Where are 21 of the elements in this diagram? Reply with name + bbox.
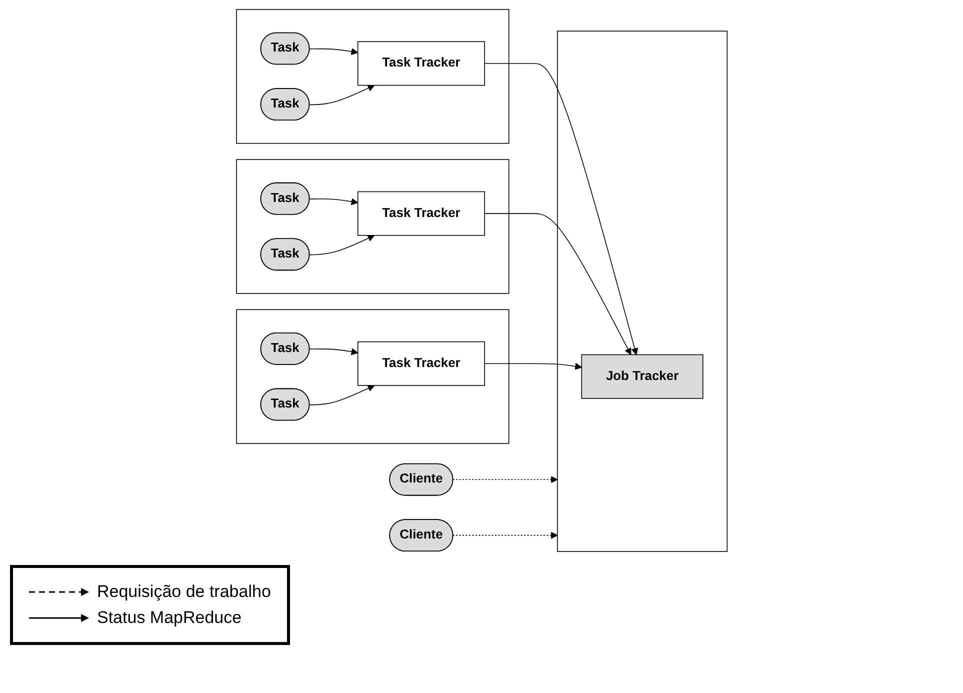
arrow [452,531,558,538]
arrow [308,384,374,405]
cluster [556,30,728,552]
arrow [308,198,358,205]
arrow [308,234,374,255]
node-box: Task Tracker [357,190,485,236]
node-box: Task Tracker [357,340,485,386]
node-box: Task Tracker [357,40,485,86]
legend-label: Requisição de trabalho [97,582,271,602]
arrow [308,48,358,55]
arrow [484,62,638,355]
cluster [236,308,509,444]
arrow [308,348,358,355]
legend-label: Status MapReduce [97,608,242,628]
arrow [308,84,374,105]
arrow [484,362,582,370]
arrow [484,212,631,355]
cluster [236,158,509,294]
cluster [236,8,509,144]
node-box: Job Tracker [580,354,703,398]
arrow [452,475,558,483]
